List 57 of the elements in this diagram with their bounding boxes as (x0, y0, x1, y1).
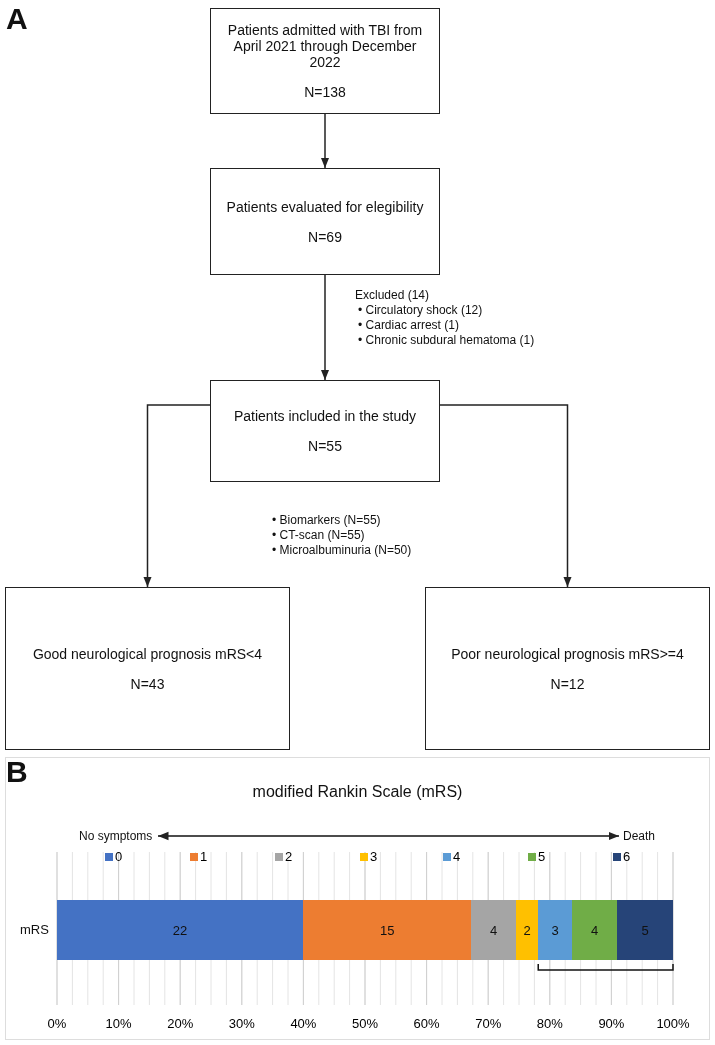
data-label: 5 (641, 922, 649, 938)
axis-tick-label: 30% (228, 1016, 255, 1031)
legend-label: 2 (285, 849, 293, 864)
data-label: 4 (590, 922, 599, 938)
process-box (425, 587, 710, 750)
arrow (143, 404, 211, 588)
legend-label: 5 (538, 849, 546, 864)
process-box (5, 587, 290, 750)
axis-tick-label: 80% (536, 1016, 563, 1031)
axis-tick-label: 100% (656, 1016, 690, 1031)
category-label: mRS (20, 922, 49, 937)
axis-tick-label: 60% (413, 1016, 440, 1031)
axis-tick-label: 40% (290, 1016, 317, 1031)
axis-tick-label: 20% (167, 1016, 194, 1031)
arrow (320, 113, 330, 169)
list-item: • Chronic subdural hematoma (1) (358, 333, 535, 347)
axis-tick-label: 0% (47, 1016, 67, 1031)
arrow (320, 274, 330, 381)
legend-label: 6 (623, 849, 631, 864)
data-label: 3 (551, 922, 559, 938)
legend-label: 3 (370, 849, 378, 864)
count-text: N=12 (550, 675, 585, 692)
box-heading: Patients evaluated for elegibility (226, 198, 424, 215)
legend-label: 0 (115, 849, 123, 864)
process-box (210, 8, 440, 114)
data-label: 4 (490, 922, 498, 938)
count-text: N=43 (130, 675, 165, 692)
axis-end-label: Death (623, 829, 656, 843)
panel-letter: B (6, 755, 28, 789)
box-heading: Patients included in the study (233, 408, 417, 424)
axis-tick-label: 90% (598, 1016, 625, 1031)
list-item: • Cardiac arrest (1) (358, 318, 460, 332)
list-item: • Microalbuminuria (N=50) (272, 543, 412, 557)
axis-tick-label: 50% (352, 1016, 378, 1031)
data-label: 22 (172, 922, 188, 938)
axis-tick-label: 10% (105, 1016, 132, 1031)
note-heading: Excluded (14) (355, 288, 430, 302)
count-text: N=55 (308, 438, 342, 454)
chart-title: modified Rankin Scale (mRS) (251, 783, 464, 801)
data-label: 15 (379, 922, 395, 938)
process-box (210, 168, 440, 275)
box-heading: Patients admitted with TBI from April 2021 through December 2022 (226, 22, 424, 70)
legend-label: 1 (200, 849, 208, 864)
list-item: • Circulatory shock (12) (358, 303, 484, 317)
count-text: N=69 (308, 228, 342, 245)
process-box (210, 380, 440, 482)
axis-end-label: No symptoms (79, 829, 153, 843)
list-item: • CT-scan (N=55) (272, 528, 366, 542)
axis-tick-label: 70% (475, 1016, 502, 1031)
panel-letter: A (6, 2, 28, 36)
legend-label: 4 (453, 849, 461, 864)
arrow (439, 404, 572, 588)
box-heading: Poor neurological prognosis mRS>=4 (451, 645, 684, 662)
list-item: • Biomarkers (N=55) (272, 513, 382, 527)
data-label: 2 (523, 922, 531, 938)
box-heading: Good neurological prognosis mRS<4 (32, 645, 263, 662)
count-text: N=138 (304, 84, 346, 100)
